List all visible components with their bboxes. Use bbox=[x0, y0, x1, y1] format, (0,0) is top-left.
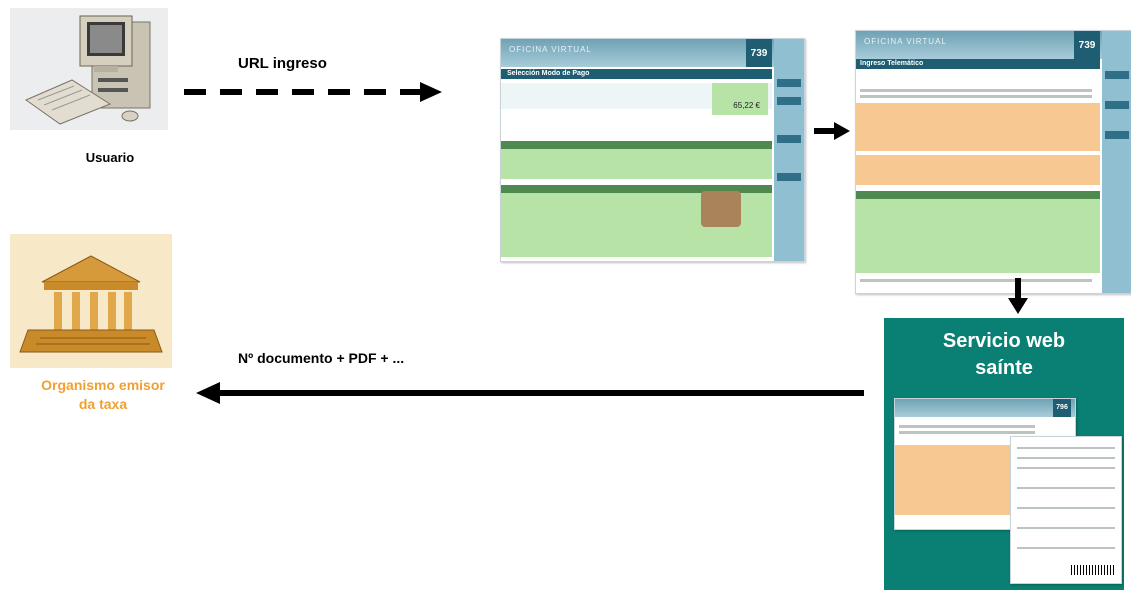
payment-mode-screenshot: OFICINA VIRTUAL 739 Selección Modo de Pa… bbox=[500, 38, 805, 262]
screen-sidebar bbox=[774, 39, 804, 261]
computer-user-icon bbox=[10, 8, 168, 130]
screen-code: 739 bbox=[1074, 31, 1100, 59]
servicio-web-title: Servicio web saínte bbox=[942, 330, 1066, 379]
screen-code: 739 bbox=[746, 39, 772, 67]
government-building-icon bbox=[10, 234, 172, 368]
pdf-document-preview bbox=[1010, 436, 1122, 584]
screen-title: Selección Modo de Pago bbox=[507, 70, 590, 77]
arrow-down bbox=[1008, 278, 1028, 314]
screen-sidebar bbox=[1102, 31, 1131, 293]
documento-label: Nº documento + PDF + ... bbox=[238, 350, 405, 366]
dashed-arrow-right bbox=[184, 82, 442, 102]
arrow-right-small bbox=[814, 122, 850, 140]
telematic-payment-screenshot: OFICINA VIRTUAL 739 Ingreso Telemático bbox=[855, 30, 1131, 294]
url-ingreso-label: URL ingreso bbox=[238, 55, 327, 72]
screen-amount: 65,22 € bbox=[733, 101, 760, 110]
organismo-label: Organismo emisor da taxa bbox=[41, 377, 165, 412]
screen-title: Ingreso Telemático bbox=[860, 60, 924, 67]
solid-arrow-left bbox=[196, 382, 864, 404]
user-label: Usuario bbox=[85, 150, 135, 165]
